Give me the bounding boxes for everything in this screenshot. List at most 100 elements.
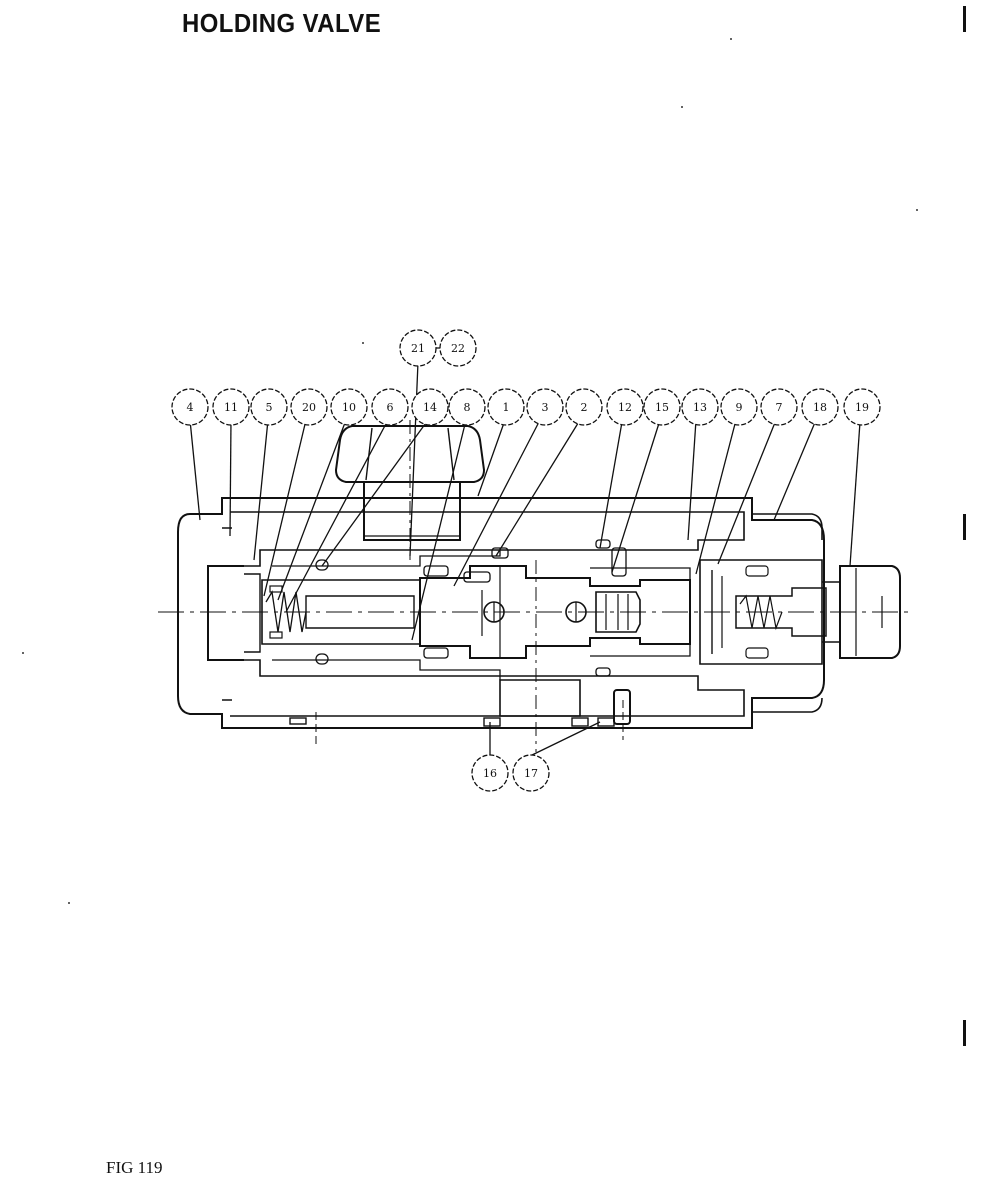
callout-circle: [643, 388, 681, 426]
seal-ring: [463, 571, 491, 583]
callout-circle: [399, 329, 437, 367]
callout-number: 5: [266, 401, 273, 414]
callout-circle: [411, 388, 449, 426]
callout-number: 1: [503, 401, 510, 414]
callout-6: 6: [371, 388, 409, 426]
plug-stem: [363, 482, 461, 541]
callout-circle: [565, 388, 603, 426]
seal-ring: [315, 559, 329, 571]
left-end-cap: [207, 565, 244, 661]
callout-number: 19: [855, 401, 869, 414]
callout-number: 21: [411, 342, 425, 355]
callout-4: 4: [171, 388, 209, 426]
callout-number: 16: [483, 767, 497, 780]
pilot-pin: [613, 689, 631, 725]
callout-number: 8: [464, 401, 471, 414]
spring-coil: [265, 590, 307, 633]
scan-speck: [681, 106, 683, 108]
scan-edge-mark-top: [963, 6, 966, 32]
scan-speck: [730, 38, 732, 40]
callout-13: 13: [681, 388, 719, 426]
callout-9: 9: [720, 388, 758, 426]
end-cap-stem: [822, 581, 840, 643]
seal-ring: [423, 565, 449, 577]
top-hex-plug: [334, 425, 486, 483]
callout-18: 18: [801, 388, 839, 426]
callout-circle: [330, 388, 368, 426]
seal-ring: [595, 667, 611, 677]
callout-circle: [471, 754, 509, 792]
callout-number: 3: [542, 401, 549, 414]
left-end-cap-inner: [244, 573, 261, 653]
piston-rod: [305, 595, 415, 629]
callout-circle: [606, 388, 644, 426]
scan-speck: [916, 209, 918, 211]
body-inner-wall-top: [230, 511, 745, 567]
callout-number: 2: [581, 401, 588, 414]
callout-circle: [212, 388, 250, 426]
piston-sleeve: [261, 579, 421, 645]
callout-circle: [760, 388, 798, 426]
bottom-port-seal: [597, 717, 615, 727]
seal-ring: [423, 647, 449, 659]
upper-chamber: [272, 548, 501, 567]
callout-3: 3: [526, 388, 564, 426]
callout-21: 21: [399, 329, 437, 367]
leader-lines: [189, 361, 861, 757]
callout-circle: [681, 388, 719, 426]
hex-face-line: [365, 427, 373, 481]
callout-circle: [801, 388, 839, 426]
callout-number: 13: [693, 401, 707, 414]
callout-17: 17: [512, 754, 550, 792]
pilot-pin-top: [611, 547, 627, 577]
relief-spring: [739, 594, 783, 631]
bottom-port-seal: [289, 717, 307, 725]
callout-circle: [526, 388, 564, 426]
callout-circle: [487, 388, 525, 426]
callout-number: 20: [302, 401, 316, 414]
bottom-port-seal: [571, 717, 589, 727]
bottom-port-flange: [499, 679, 581, 717]
seal-ring: [269, 631, 283, 639]
callout-7: 7: [760, 388, 798, 426]
check-poppet: [595, 591, 641, 633]
callout-number: 15: [655, 401, 669, 414]
right-relief-housing: [699, 559, 823, 665]
scan-speck: [362, 342, 364, 344]
lower-chamber: [272, 659, 501, 680]
callout-number: 18: [813, 401, 827, 414]
callout-14: 14: [411, 388, 449, 426]
right-lower-port: [752, 697, 823, 713]
callout-circle: [371, 388, 409, 426]
callout-11: 11: [212, 388, 250, 426]
callout-2: 2: [565, 388, 603, 426]
callout-10: 10: [330, 388, 368, 426]
callout-circle: [843, 388, 881, 426]
relief-plunger: [735, 587, 827, 637]
page-title: HOLDING VALVE: [182, 8, 382, 38]
callout-circle: [448, 388, 486, 426]
callout-circle: [720, 388, 758, 426]
seal-ring: [745, 647, 769, 659]
callout-number: 7: [776, 401, 783, 414]
callout-number: 17: [524, 767, 538, 780]
callout-number: 22: [451, 342, 465, 355]
callout-number: 12: [618, 401, 632, 414]
right-chamber: [590, 644, 691, 657]
callout-number: 4: [187, 401, 194, 414]
callout-20: 20: [290, 388, 328, 426]
seal-ring: [745, 565, 769, 577]
callout-circle: [250, 388, 288, 426]
callout-circle: [439, 329, 477, 367]
callout-5: 5: [250, 388, 288, 426]
scan-edge-mark-bottom: [963, 1020, 966, 1046]
callout-circle: [290, 388, 328, 426]
callout-number: 6: [387, 401, 394, 414]
scan-speck: [68, 902, 70, 904]
callout-22: 22: [439, 329, 477, 367]
callout-1: 1: [487, 388, 525, 426]
right-upper-port: [752, 513, 823, 540]
callout-number: 14: [423, 401, 437, 414]
callout-16: 16: [471, 754, 509, 792]
